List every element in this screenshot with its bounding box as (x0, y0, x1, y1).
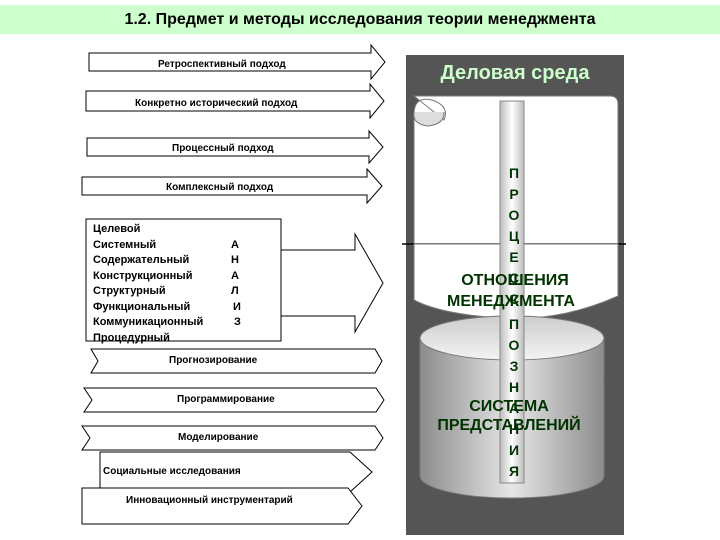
analysis-line: Содержательный (93, 254, 190, 266)
arrow-innovation (81, 487, 363, 525)
arrow-modeling (81, 425, 384, 451)
method-label-modeling: Моделирование (178, 432, 259, 443)
cognition-process-pipe (499, 100, 525, 484)
vertical-letter: Р (509, 186, 519, 202)
approach-label-retrospective: Ретроспективный подход (158, 59, 286, 70)
vertical-letter: З (509, 358, 519, 374)
arrow-concrete-historical (85, 82, 385, 120)
analysis-side-letter: З (234, 316, 241, 328)
analysis-side-letter: А (231, 238, 239, 251)
analysis-line: Конструкционный (93, 269, 193, 282)
analysis-line: Структурный (93, 285, 166, 297)
arrow-complex (81, 167, 383, 205)
vertical-letter: Н (508, 379, 520, 395)
method-label-programming: Программирование (177, 394, 275, 405)
arrow-forecasting (90, 348, 383, 374)
vertical-letter: С (508, 270, 520, 286)
arrow-programming (83, 387, 385, 413)
system-label-line2: ПРЕДСТАВЛЕНИЙ (437, 417, 581, 434)
vertical-letter: Я (508, 463, 520, 479)
vertical-letter: П (508, 316, 520, 332)
relations-label-line2: МЕНЕДЖМЕНТА (447, 293, 575, 310)
method-label-forecasting: Прогнозирование (169, 355, 258, 366)
analysis-line: Системный (93, 238, 157, 251)
analysis-side-letter: Н (231, 254, 239, 266)
vertical-letter: О (508, 337, 520, 353)
title-bar (0, 5, 720, 34)
arrow-process (86, 129, 384, 165)
approach-label-complex: Комплексный подход (166, 182, 274, 193)
approach-label-process: Процессный подход (172, 143, 274, 154)
analysis-side-letter: И (233, 300, 241, 313)
method-label-social-research: Социальные исследования (103, 466, 241, 477)
vertical-letter: П (508, 165, 520, 181)
vertical-letter: Е (509, 249, 519, 265)
vertical-letter: С (508, 291, 520, 307)
relations-label-line1: ОТНОШЕНИЯ (461, 272, 569, 289)
arrow-retrospective (88, 43, 386, 81)
vertical-letter: Ц (508, 228, 520, 244)
analysis-line: Целевой (93, 223, 141, 235)
analysis-side-letter: Л (231, 285, 239, 297)
analysis-line: Функциональный (93, 300, 191, 313)
vertical-letter: О (508, 207, 520, 223)
vertical-letter: А (508, 400, 520, 416)
analysis-line: Коммуникационный (93, 316, 204, 328)
method-label-innovation: Инновационный инструментарий (126, 495, 293, 506)
approach-label-concrete-historical: Конкретно исторический подход (135, 98, 298, 109)
page-title: 1.2. Предмет и методы исследования теори… (124, 11, 596, 28)
analysis-line: Процедурный (93, 331, 170, 344)
vertical-letter: И (508, 442, 520, 458)
banner-curl (413, 111, 445, 127)
arrow-social-research (99, 451, 373, 493)
panel-title: Деловая среда (440, 62, 590, 84)
vertical-letter: Н (508, 421, 520, 437)
system-label-line1: СИСТЕМА (469, 398, 549, 415)
analysis-side-letter: А (231, 269, 239, 282)
